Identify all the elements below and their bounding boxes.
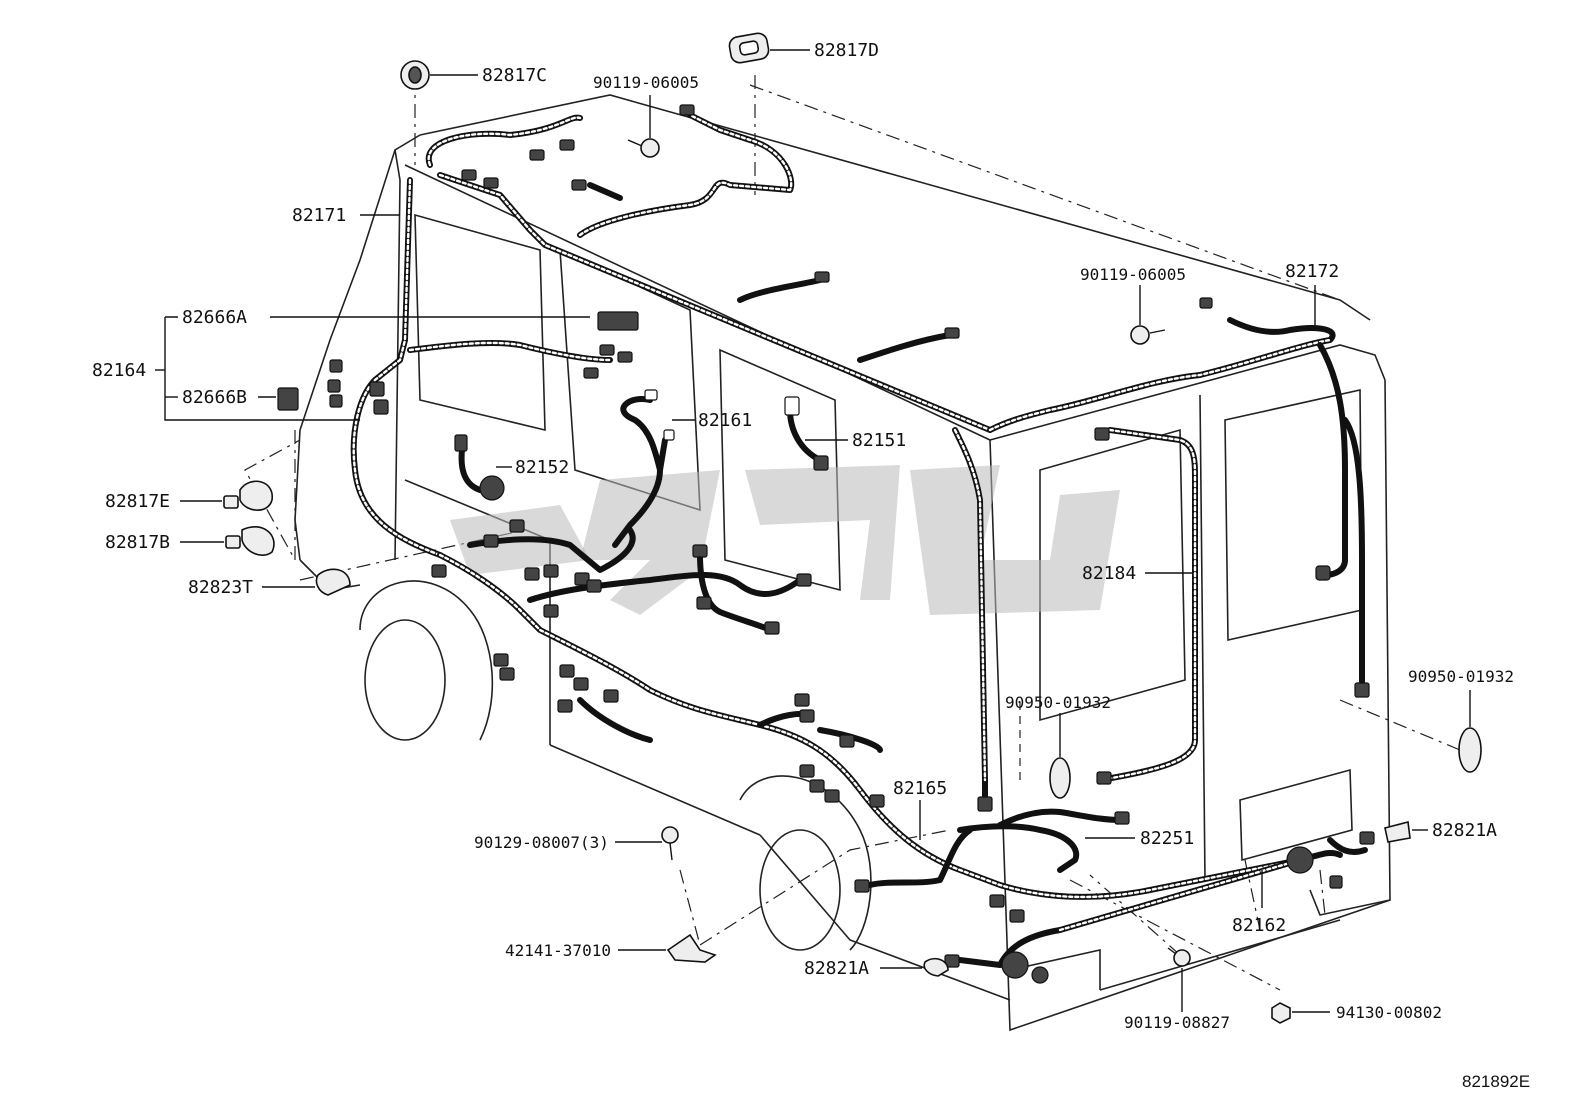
label-82817B: 82817B [105,532,170,553]
reference-lines [244,75,1461,991]
label-82164: 82164 [92,360,146,381]
label-90950-01932-mid: 90950-01932 [1005,693,1111,712]
connectors [277,104,1375,984]
label-82171: 82171 [292,205,346,226]
label-82823T: 82823T [188,577,253,598]
label-82251: 82251 [1140,828,1194,849]
label-82666B: 82666B [182,387,247,408]
label-82817C: 82817C [482,65,547,86]
label-90950-01932-right: 90950-01932 [1408,667,1514,686]
label-82184: 82184 [1082,563,1136,584]
label-90119-06005-top: 90119-06005 [593,73,699,92]
harness-wires [350,112,1368,968]
diagram-reference-code: 821892E [1462,1072,1530,1091]
part-labels: 82817C 82817D 90119-06005 82171 82666A 8… [92,40,1530,1091]
label-82161: 82161 [698,410,752,431]
label-90119-08827: 90119-08827 [1124,1013,1230,1032]
label-82152: 82152 [515,457,569,478]
label-82817E: 82817E [105,491,170,512]
label-82172: 82172 [1285,261,1339,282]
label-82151: 82151 [852,430,906,451]
label-82165: 82165 [893,778,947,799]
label-90129-08007: 90129-08007(3) [474,833,609,852]
loose-parts [223,32,1482,1024]
label-82821A-right: 82821A [1432,820,1497,841]
label-82817D: 82817D [814,40,879,61]
leader-lines [155,49,1471,1013]
label-90119-06005-right: 90119-06005 [1080,265,1186,284]
label-82666A: 82666A [182,307,247,328]
label-42141-37010: 42141-37010 [505,941,611,960]
label-94130-00802: 94130-00802 [1336,1003,1442,1022]
label-82821A-left: 82821A [804,958,869,979]
van-body-outline [294,94,1391,1032]
label-82162: 82162 [1232,915,1286,936]
